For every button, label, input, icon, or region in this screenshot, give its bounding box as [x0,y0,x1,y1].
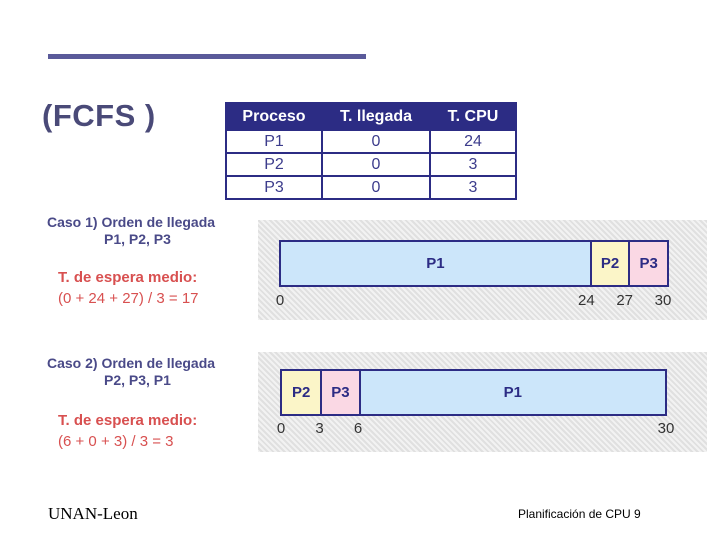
header-llegada: T. llegada [321,102,431,131]
time-tick-label: 30 [654,292,672,309]
title-underline-bar [48,54,366,59]
gantt-segment-p2: P2 [589,242,629,285]
slide-title: (FCFS ) [42,98,156,133]
case2-heading: Caso 2) Orden de llegada P2, P3, P1 [47,355,215,389]
table-row: P3 0 3 [225,175,517,200]
gantt-segment-p1: P1 [358,371,665,414]
cell-arrival: 0 [321,175,431,200]
time-tick-label: 6 [353,420,363,437]
table-header-row: Proceso T. llegada T. CPU [225,102,517,131]
process-table: Proceso T. llegada T. CPU P1 0 24 P2 0 3… [225,102,517,200]
cell-process: P3 [225,175,323,200]
case2-wait-title: T. de espera medio: [58,412,198,429]
case1-heading-line1: Caso 1) Orden de llegada [47,214,216,230]
header-proceso: Proceso [225,102,323,131]
cell-arrival: 0 [321,152,431,177]
time-tick-label: 0 [275,292,285,309]
gantt-segment-p3: P3 [628,242,667,285]
header-cpu: T. CPU [429,102,517,131]
case1-wait-title: T. de espera medio: [58,269,198,286]
table-row: P2 0 3 [225,152,517,177]
case2-heading-line1: Caso 2) Orden de llegada [47,355,216,371]
case2-wait: T. de espera medio: (6 + 0 + 3) / 3 = 3 [58,410,197,452]
cell-arrival: 0 [321,129,431,154]
time-tick-label: 27 [616,292,634,309]
time-tick-label: 24 [578,292,595,309]
case1-heading: Caso 1) Orden de llegada P1, P2, P3 [47,214,215,248]
cell-process: P2 [225,152,323,177]
footer-slide-number: Planificación de CPU 9 [518,507,641,521]
case1-wait-formula: (0 + 24 + 27) / 3 = 17 [58,290,199,307]
cell-cpu: 3 [429,152,517,177]
case2-wait-formula: (6 + 0 + 3) / 3 = 3 [58,433,174,450]
table-row: P1 0 24 [225,129,517,154]
time-tick-label: 3 [315,420,324,437]
time-tick-label: 30 [657,420,675,437]
case1-order: P1, P2, P3 [104,231,171,247]
cell-cpu: 3 [429,175,517,200]
gantt-segment-p1: P1 [281,242,590,285]
footer-institution: UNAN-Leon [48,504,138,523]
gantt-segment-p3: P3 [320,371,359,414]
cell-process: P1 [225,129,323,154]
cell-cpu: 24 [429,129,517,154]
gantt-segment-p2: P2 [282,371,321,414]
case2-order: P2, P3, P1 [104,372,171,388]
time-tick-label: 0 [276,420,286,437]
case1-wait: T. de espera medio: (0 + 24 + 27) / 3 = … [58,267,199,309]
